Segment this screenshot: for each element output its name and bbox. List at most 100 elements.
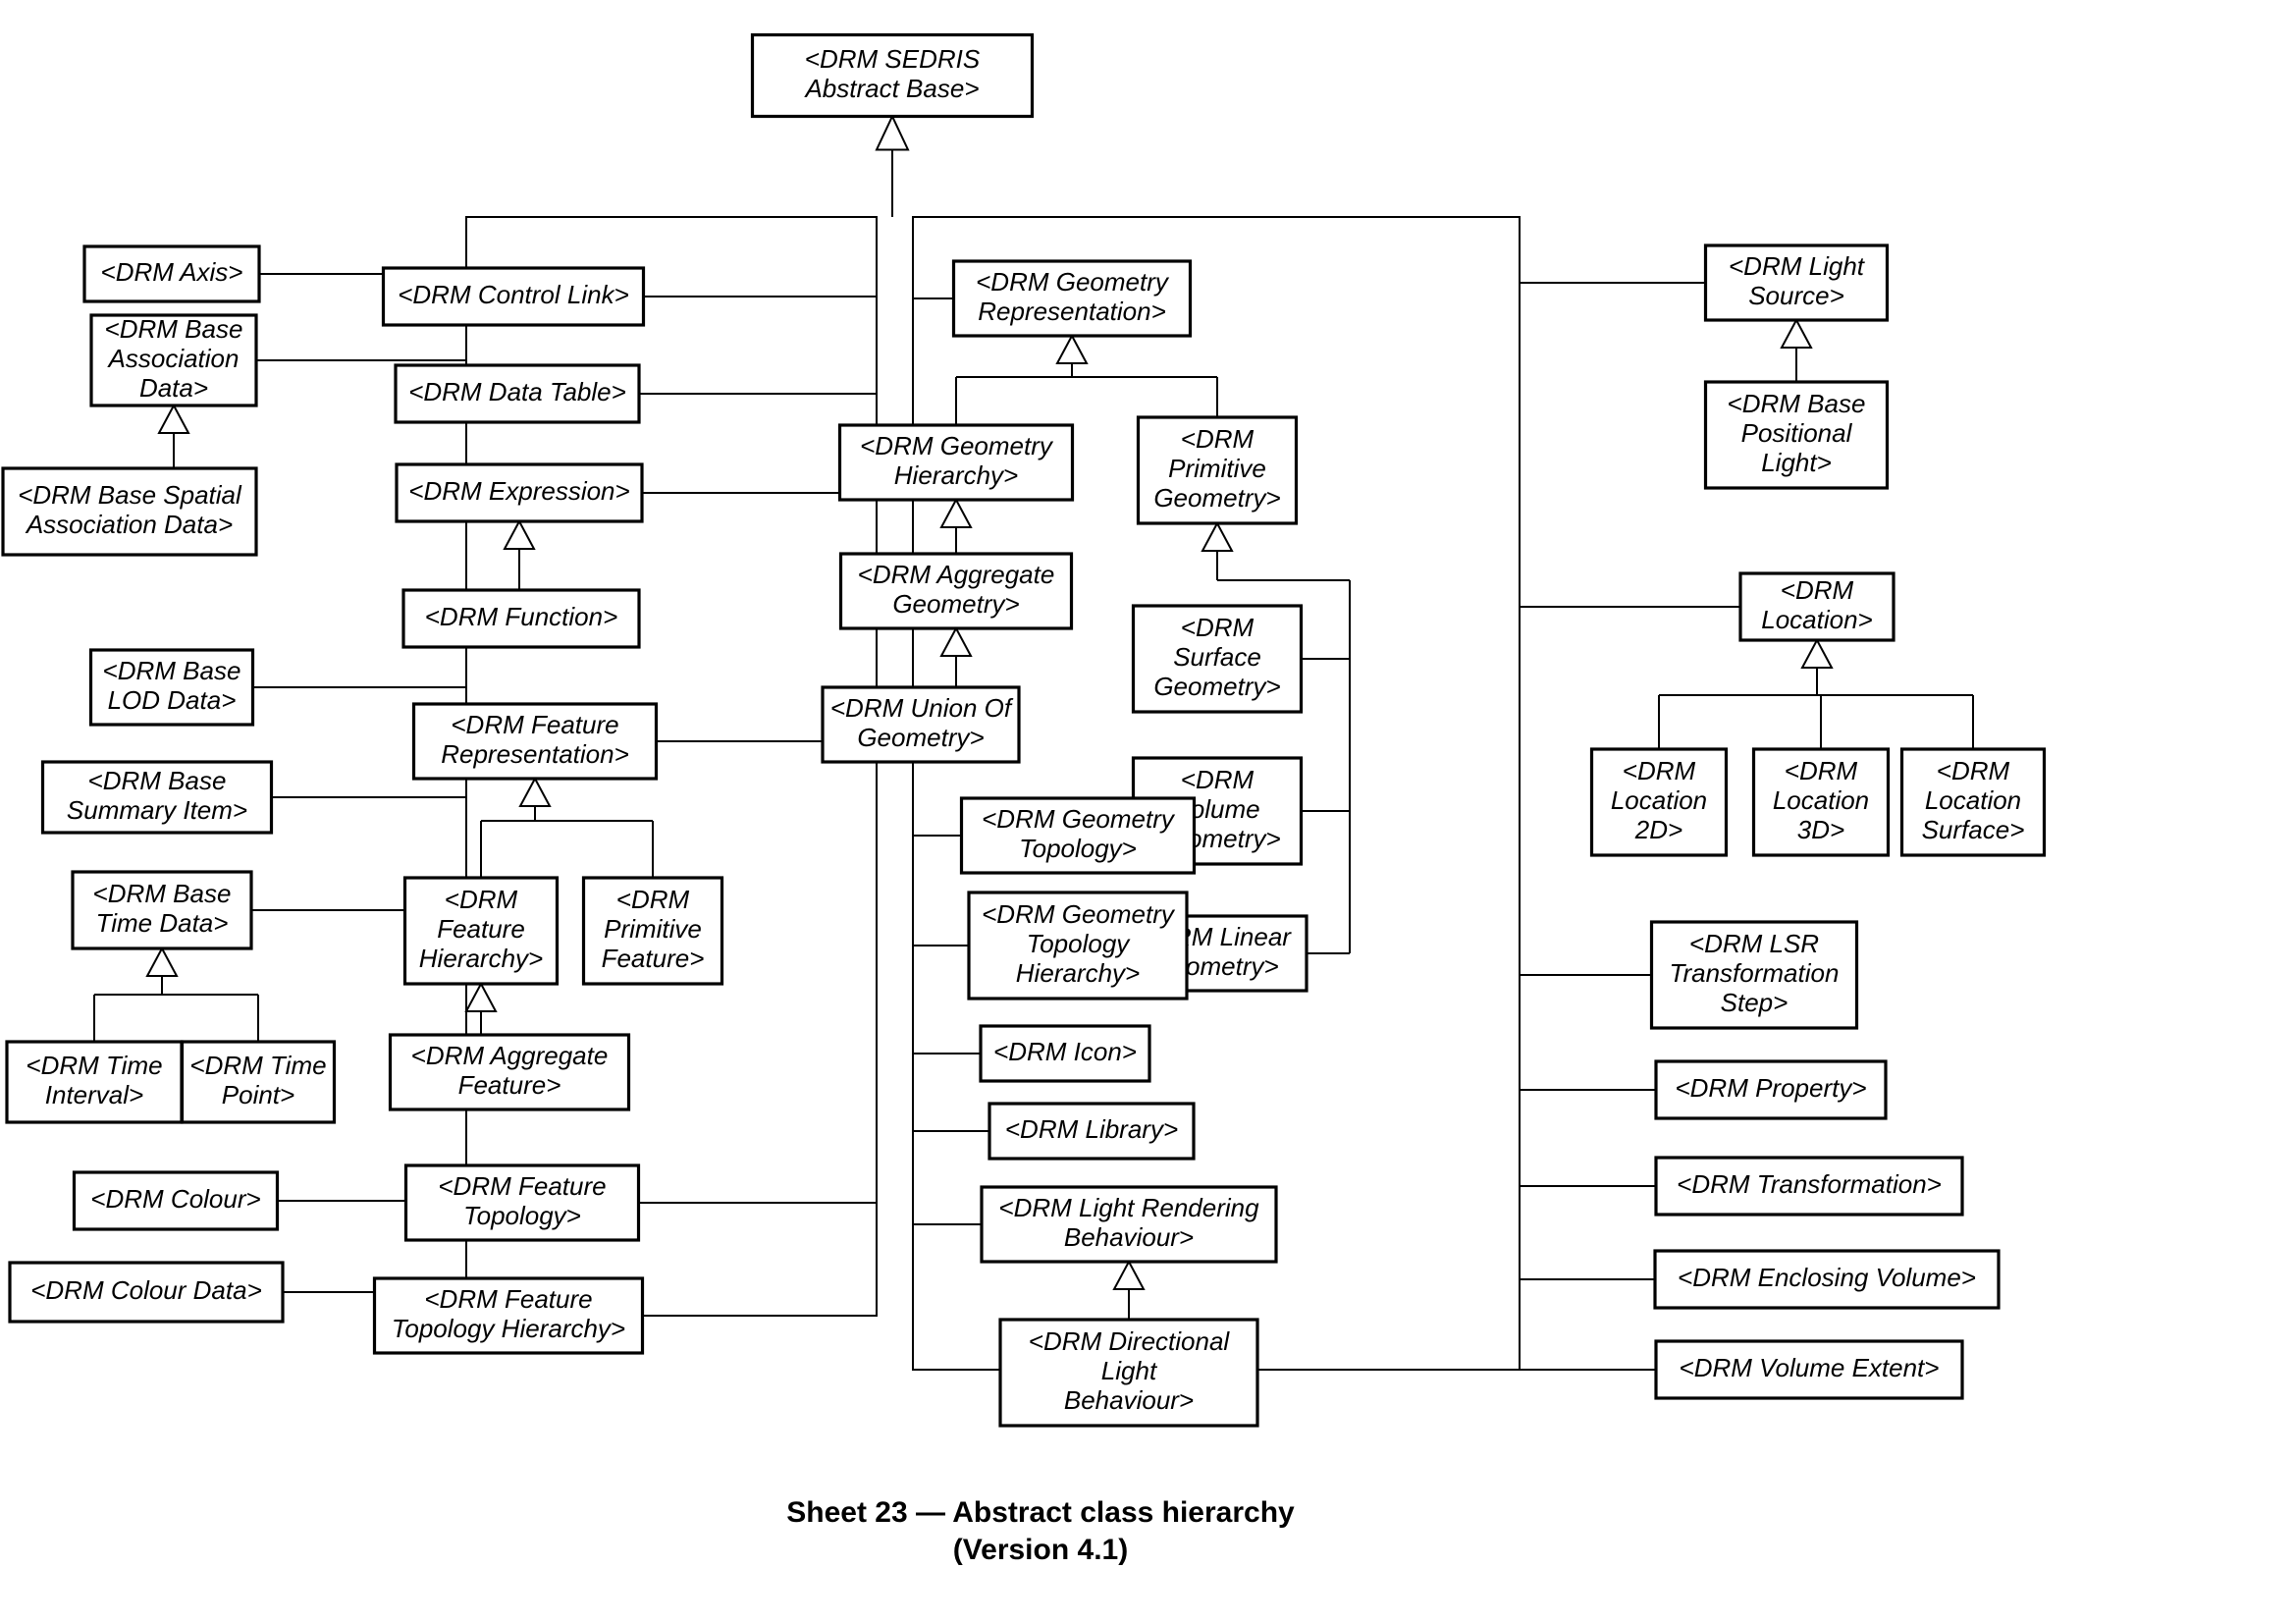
- class-node-box[interactable]: [403, 1163, 641, 1242]
- class-node-box[interactable]: [1654, 1059, 1888, 1120]
- class-node-box[interactable]: [1899, 747, 2047, 857]
- class-node-box[interactable]: [394, 363, 641, 424]
- class-node-box[interactable]: [837, 423, 1075, 502]
- class-node-box[interactable]: [821, 685, 1021, 764]
- class-node-box[interactable]: [1136, 415, 1299, 525]
- class-node-box[interactable]: [1131, 604, 1304, 714]
- class-node-box[interactable]: [1703, 380, 1890, 490]
- class-node-label: <DRM Transformation>: [1677, 1169, 1942, 1199]
- class-node-colour[interactable]: <DRM Colour>: [72, 1170, 280, 1231]
- class-node-box[interactable]: [180, 1040, 337, 1124]
- class-node-axis[interactable]: <DRM Axis>: [82, 244, 261, 303]
- class-node-box[interactable]: [750, 32, 1035, 119]
- class-node-box[interactable]: [40, 760, 274, 835]
- class-node-box[interactable]: [402, 876, 560, 986]
- class-node-box[interactable]: [71, 870, 253, 950]
- class-node-label: Primitive: [604, 914, 702, 944]
- class-node-box[interactable]: [967, 891, 1189, 1000]
- class-node-box[interactable]: [980, 1185, 1278, 1264]
- class-node-box[interactable]: [1751, 747, 1891, 857]
- class-node-library[interactable]: <DRM Library>: [988, 1102, 1196, 1161]
- class-node-label: Topology>: [1019, 834, 1137, 863]
- class-node-box[interactable]: [88, 648, 255, 727]
- class-node-label: <DRM Geometry: [976, 267, 1170, 297]
- class-node-expression[interactable]: <DRM Expression>: [395, 462, 644, 523]
- class-node-box[interactable]: [1, 466, 258, 557]
- class-node-box[interactable]: [82, 244, 261, 303]
- class-node-box[interactable]: [951, 259, 1193, 338]
- class-node-label: Location>: [1761, 605, 1872, 634]
- class-node-box[interactable]: [998, 1318, 1259, 1428]
- class-node-box[interactable]: [388, 1033, 631, 1111]
- class-node-box[interactable]: [1738, 571, 1896, 642]
- class-node-box[interactable]: [988, 1102, 1196, 1161]
- class-node-label: Surface: [1173, 642, 1261, 672]
- class-node-property[interactable]: <DRM Property>: [1654, 1059, 1888, 1120]
- class-node-label: <DRM Feature: [438, 1171, 606, 1201]
- class-node-label: <DRM Feature: [424, 1284, 592, 1314]
- class-node-box[interactable]: [72, 1170, 280, 1231]
- class-node-control-link[interactable]: <DRM Control Link>: [381, 266, 646, 327]
- class-node-box[interactable]: [1654, 1156, 1964, 1216]
- class-node-label: <DRM: [445, 885, 518, 914]
- class-node-box[interactable]: [372, 1276, 645, 1355]
- class-node-box[interactable]: [381, 266, 646, 327]
- class-node-function[interactable]: <DRM Function>: [401, 588, 641, 649]
- class-node-colour-data[interactable]: <DRM Colour Data>: [8, 1261, 285, 1324]
- class-node-label: <DRM Property>: [1675, 1073, 1866, 1103]
- class-node-box[interactable]: [979, 1024, 1151, 1083]
- class-node-transformation[interactable]: <DRM Transformation>: [1654, 1156, 1964, 1216]
- class-node-box[interactable]: [959, 796, 1197, 875]
- class-node-box[interactable]: [1703, 243, 1890, 322]
- class-node-box[interactable]: [1653, 1249, 2001, 1310]
- class-node-box[interactable]: [89, 313, 258, 407]
- class-node-box[interactable]: [1649, 920, 1859, 1030]
- class-node-box[interactable]: [838, 552, 1074, 630]
- class-node-box[interactable]: [581, 876, 724, 986]
- class-node-icon[interactable]: <DRM Icon>: [979, 1024, 1151, 1083]
- class-node-box[interactable]: [8, 1261, 285, 1324]
- class-node-box[interactable]: [411, 702, 659, 781]
- class-node-box[interactable]: [1589, 747, 1729, 857]
- class-node-label: <DRM Light Rendering: [998, 1193, 1259, 1222]
- class-node-enclosing-volume[interactable]: <DRM Enclosing Volume>: [1653, 1249, 2001, 1310]
- class-node-box[interactable]: [401, 588, 641, 649]
- class-node-label: <DRM Colour Data>: [30, 1275, 262, 1305]
- class-node-box[interactable]: [395, 462, 644, 523]
- class-node-volume-extent[interactable]: <DRM Volume Extent>: [1654, 1339, 1964, 1400]
- class-node-data-table[interactable]: <DRM Data Table>: [394, 363, 641, 424]
- class-node-box[interactable]: [1654, 1339, 1964, 1400]
- class-node-label: <DRM: [1181, 765, 1255, 794]
